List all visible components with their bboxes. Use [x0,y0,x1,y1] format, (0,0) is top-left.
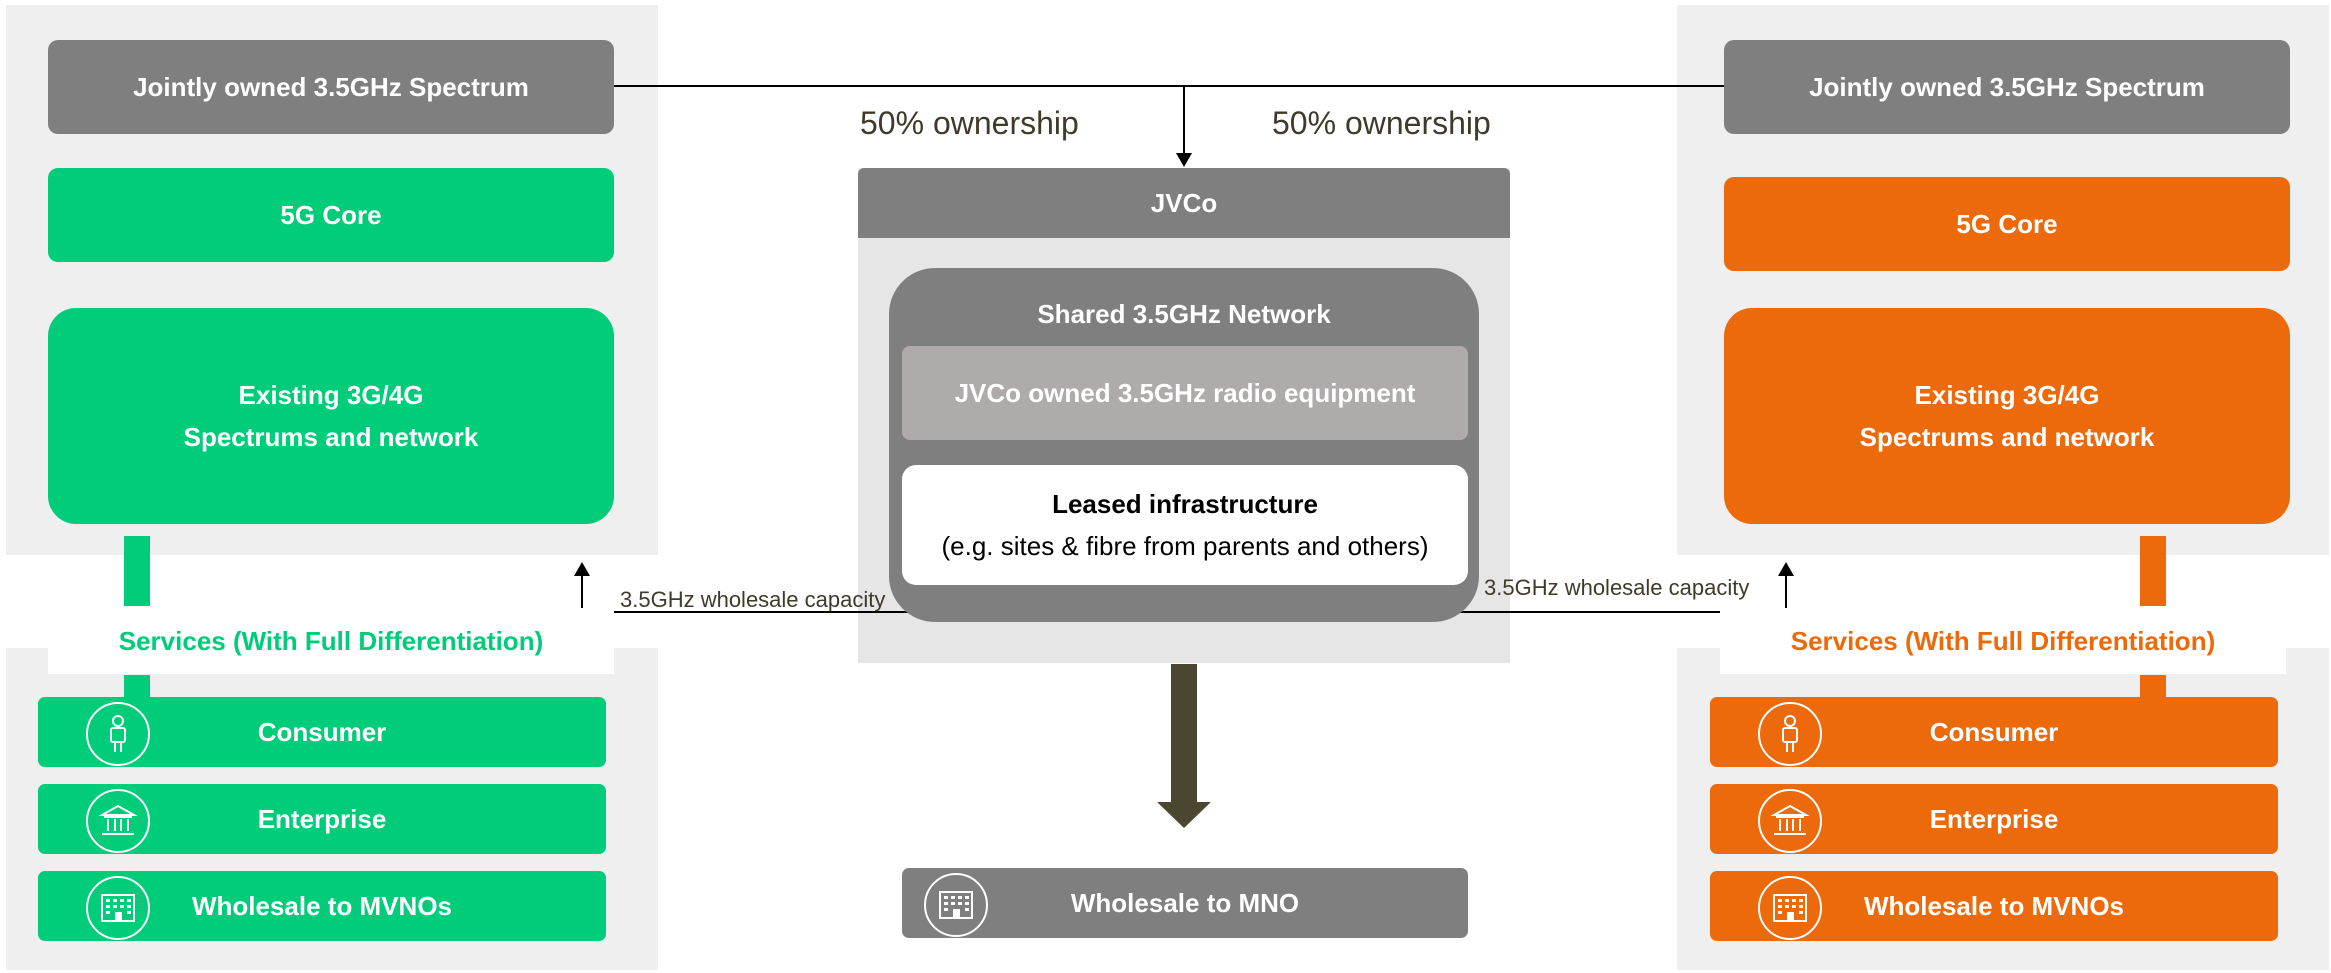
right-connector-bar-2 [2140,675,2166,699]
left-category-wholesale-mvnos: Wholesale to MVNOs [38,871,606,941]
right-category-label: Consumer [1929,716,2059,747]
jvco-box: JVCo [858,168,1510,238]
down-arrow-shaft [1171,664,1197,804]
left-category-enterprise: Enterprise [38,784,606,854]
right-category-wholesale-mvnos: Wholesale to MVNOs [1710,871,2278,941]
capacity-label-right: 3.5GHz wholesale capacity [1484,575,1750,600]
right-connector-bar [2140,536,2166,606]
right-5g-core-box: 5G Core [1724,177,2290,271]
right-existing-network-box: Existing 3G/4G Spectrums and network [1724,308,2290,524]
bank-icon [86,789,150,853]
right-category-consumer: Consumer [1710,697,2278,767]
left-existing-line2: Spectrums and network [183,422,479,452]
building-icon [1758,876,1822,940]
left-5g-core-box: 5G Core [48,168,614,262]
bank-icon [1758,789,1822,853]
ownership-right-label: 50% ownership [1272,105,1491,141]
left-existing-line1: Existing 3G/4G [238,380,424,410]
down-arrow-head [1157,802,1211,828]
person-icon [86,702,150,766]
ownership-left-label: 50% ownership [860,105,1079,141]
left-category-label: Consumer [257,716,387,747]
leased-subtitle: (e.g. sites & fibre from parents and oth… [941,531,1429,561]
left-category-label: Wholesale to MVNOs [191,890,453,921]
right-category-label: Wholesale to MVNOs [1863,890,2125,921]
leased-infrastructure-box: Leased infrastructure (e.g. sites & fibr… [902,465,1468,585]
person-icon [1758,702,1822,766]
left-services-label: Services (With Full Differentiation) [48,608,614,674]
left-spectrum-box: Jointly owned 3.5GHz Spectrum [48,40,614,134]
right-category-label: Enterprise [1929,803,2059,834]
right-existing-line2: Spectrums and network [1859,422,2155,452]
capacity-arrowhead-right [1778,562,1794,576]
capacity-arrowhead-left [574,562,590,576]
left-category-label: Enterprise [257,803,387,834]
right-services-label: Services (With Full Differentiation) [1720,608,2286,674]
radio-equipment-box: JVCo owned 3.5GHz radio equipment [902,346,1468,440]
left-connector-bar-2 [124,675,150,699]
building-icon [924,873,988,937]
shared-network-title: Shared 3.5GHz Network [1037,298,1331,329]
wholesale-mno-box: Wholesale to MNO [902,868,1468,938]
ownership-arrowhead [1176,153,1192,167]
building-icon [86,876,150,940]
wholesale-mno-label: Wholesale to MNO [1070,887,1300,918]
left-connector-bar [124,536,150,606]
right-spectrum-box: Jointly owned 3.5GHz Spectrum [1724,40,2290,134]
left-category-consumer: Consumer [38,697,606,767]
right-existing-line1: Existing 3G/4G [1914,380,2100,410]
right-category-enterprise: Enterprise [1710,784,2278,854]
leased-title: Leased infrastructure [1052,489,1318,519]
left-existing-network-box: Existing 3G/4G Spectrums and network [48,308,614,524]
capacity-label-left: 3.5GHz wholesale capacity [620,587,886,612]
